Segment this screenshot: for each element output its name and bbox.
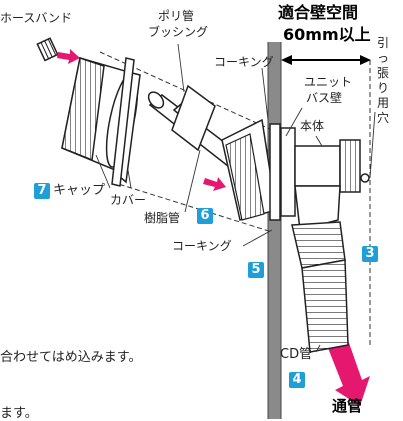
cd-pipe xyxy=(291,221,349,353)
step-6-badge: 6 xyxy=(197,208,213,224)
ventilation-label: 通管 xyxy=(332,397,363,415)
leader-lines xyxy=(95,43,376,353)
pipe-bushing xyxy=(147,84,247,172)
step-5-badge: 5 xyxy=(248,262,264,278)
bath-wall-label: バス壁 xyxy=(306,91,343,105)
step-7-badge: 7 xyxy=(34,183,50,199)
cover xyxy=(111,57,135,187)
main-body-label: 本体 xyxy=(300,119,325,133)
poly-pipe-label: ポリ管 xyxy=(158,9,195,23)
main-body xyxy=(221,118,370,231)
pink-arrows xyxy=(57,49,370,406)
instruction-fragment-1: 合わせてはめ込みます。 xyxy=(0,350,142,365)
dimension-arrow xyxy=(281,55,371,65)
step-4-badge: 4 xyxy=(289,372,305,388)
hose-band xyxy=(36,37,59,62)
cap-label: キャップ xyxy=(53,183,106,198)
caulking-bottom-label: コーキング xyxy=(172,239,232,253)
guide-lines xyxy=(99,51,273,233)
cd-pipe-label: CD管 xyxy=(280,347,313,362)
fit-wall-space-label: 適合壁空間 xyxy=(278,3,359,22)
unit-label: ユニット xyxy=(304,75,353,89)
instruction-fragment-2: ます。 xyxy=(0,406,38,421)
hose-band-label: ホースバンド xyxy=(0,11,73,25)
wall-space-60mm-label: 60mm以上 xyxy=(283,25,371,44)
bushing-label: ブッシング xyxy=(148,25,209,39)
unit-bath-wall xyxy=(267,42,282,419)
caulking-top-label: コーキング xyxy=(214,55,274,69)
pull-hole-label: 引っ張り用穴 xyxy=(376,36,389,125)
cover-label: カバー xyxy=(110,193,147,207)
step-3-badge: 3 xyxy=(362,246,378,262)
resin-pipe-label: 樹脂管 xyxy=(144,211,181,225)
